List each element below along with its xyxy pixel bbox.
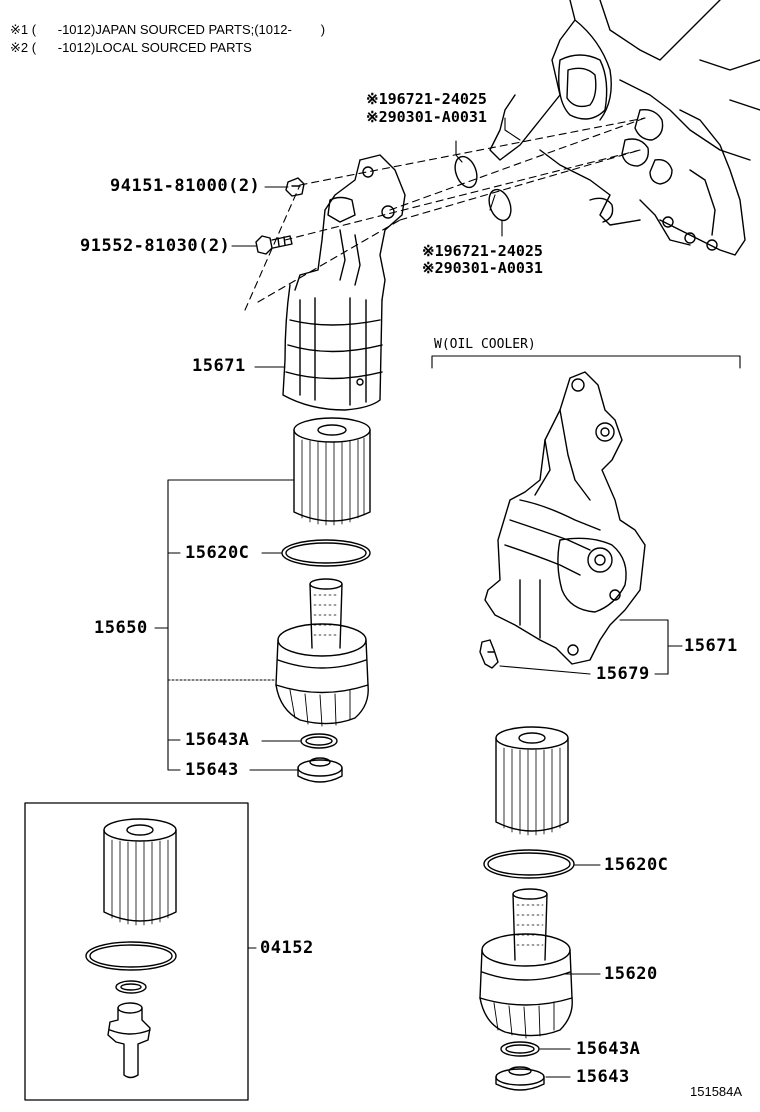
kit-drain-drawing — [107, 1002, 151, 1079]
oring-right-drawing — [483, 849, 575, 879]
label-oring-right: 15620C — [604, 855, 669, 875]
figure-id: 151584A — [690, 1084, 743, 1099]
label-cartridge-assy: 15650 — [94, 618, 148, 638]
plug-left-drawing — [297, 757, 343, 783]
leader-lines-right — [247, 619, 683, 1078]
label-bracket: 15671 — [192, 356, 246, 376]
bolt-a-drawing — [285, 177, 305, 197]
kit-washer-drawing — [115, 980, 147, 994]
assy-bracket-lines — [154, 479, 295, 771]
cap-right-drawing — [479, 888, 573, 1039]
label-plug-right: 15643 — [576, 1067, 630, 1087]
label-washer-right: 15643A — [576, 1039, 641, 1059]
caption-oil-cooler: W(OIL COOLER) — [434, 337, 536, 352]
label-gasket-top-2: ※290301-A0031 — [366, 108, 487, 126]
plug-right-drawing — [495, 1066, 545, 1091]
washer-left-drawing — [300, 733, 338, 749]
label-bolt-b: 91552-81030(2) — [80, 236, 231, 256]
leader-lines-left — [231, 117, 521, 771]
cooler-pipe-drawing — [479, 639, 499, 669]
label-oring-left: 15620C — [185, 543, 250, 563]
kit-box — [24, 802, 249, 1101]
label-cap-right: 15620 — [604, 964, 658, 984]
filter-element-right — [495, 726, 569, 836]
label-pipe-cooler: 15679 — [596, 664, 650, 684]
gasket-ring-1 — [454, 155, 478, 189]
gasket-ring-2 — [488, 188, 512, 222]
label-gasket-top-1: ※196721-24025 — [366, 90, 487, 108]
note-japan-sourced: ※1 ( -1012)JAPAN SOURCED PARTS;(1012- ) — [10, 22, 326, 37]
cooler-bracket-drawing — [484, 371, 646, 665]
label-plug-left: 15643 — [185, 760, 239, 780]
label-gasket-bot-1: ※196721-24025 — [422, 242, 543, 260]
cap-left-drawing — [275, 578, 369, 727]
bolt-b-drawing — [255, 235, 293, 255]
note-local-sourced: ※2 ( -1012)LOCAL SOURCED PARTS — [10, 40, 252, 55]
oil-cooler-bracket — [431, 355, 741, 369]
filter-element-left — [293, 417, 371, 526]
label-kit: 04152 — [260, 938, 314, 958]
oring-left-drawing — [281, 539, 371, 567]
kit-filter-drawing — [103, 818, 177, 926]
engine-block-drawing — [489, 0, 760, 256]
label-bracket-cooler: 15671 — [684, 636, 738, 656]
kit-oring-drawing — [85, 941, 177, 971]
bracket-drawing — [282, 154, 406, 411]
label-gasket-bot-2: ※290301-A0031 — [422, 259, 543, 277]
washer-right-drawing — [500, 1041, 540, 1057]
guide-lines — [244, 117, 646, 311]
label-bolt-a: 94151-81000(2) — [110, 176, 261, 196]
label-washer-left: 15643A — [185, 730, 250, 750]
